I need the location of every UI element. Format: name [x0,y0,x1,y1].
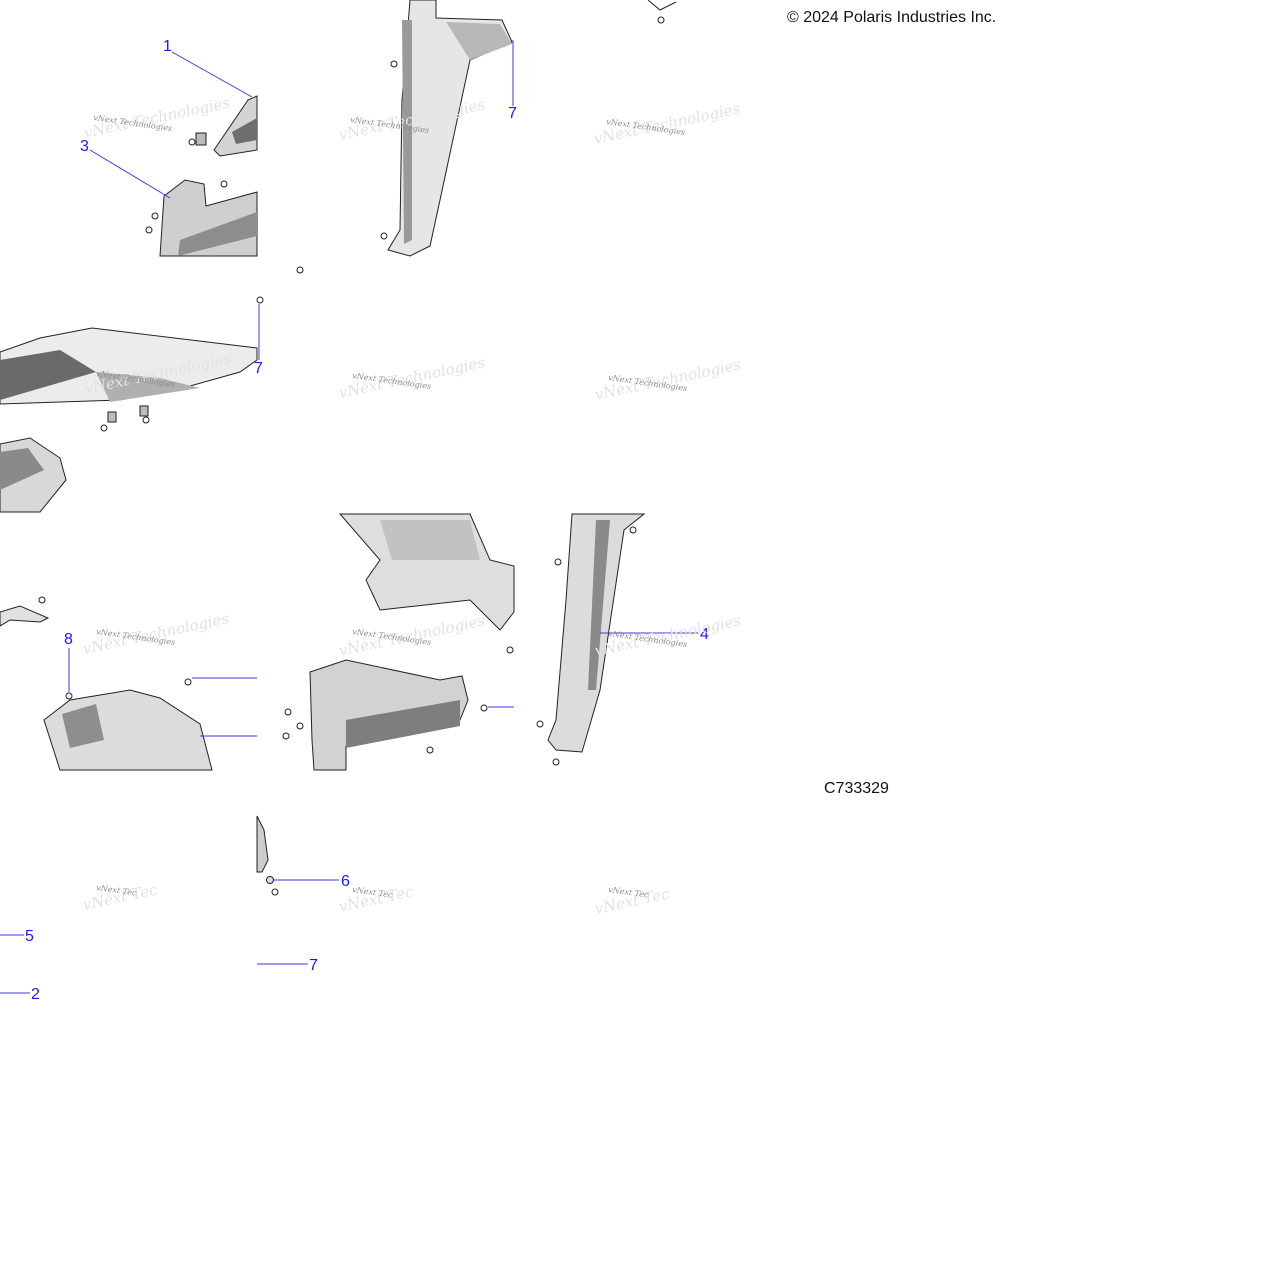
tile-row3-middle: vNext Technologies vNext Technologies [282,513,515,771]
screw [220,180,228,188]
screw [390,60,398,68]
callout-7-low: 7 [309,957,318,974]
leader-line-1 [171,51,253,98]
rear-pillar-panel-shade [588,520,610,690]
screw [536,720,544,728]
diagram-id: C733329 [824,780,889,797]
nut [266,876,274,884]
callout-1: 1 [163,38,172,55]
clip [139,405,149,417]
floor-bracket [0,605,50,627]
roof-panel [0,327,258,405]
dash-housing-shade [0,448,44,490]
screw [552,758,560,766]
tile-top-middle: 7 vNext Technologies vNext Technologies [337,0,517,257]
tile-row3-right: 4 vNext Technologies vNext Technologies [536,513,743,766]
screw [142,416,150,424]
screw [271,888,279,896]
screw [426,746,434,754]
bracket-fragment [647,0,677,11]
callout-3: 3 [80,138,89,155]
tile-top-right: vNext Technologies vNext Technologies [592,0,742,148]
roof-panel-shade [0,350,96,400]
tile-row3-left: 8 vNext Technologies vNext Technologies [0,596,257,771]
callout-8: 8 [64,631,73,648]
screw [380,232,388,240]
a-pillar-edge [402,20,412,244]
screw [296,266,304,274]
bracket-clip [195,132,207,146]
screw [282,732,290,740]
screw [554,558,562,566]
screw [184,678,192,686]
upper-door-frame-shade [380,520,480,560]
rear-lower-panel-shade [62,704,104,748]
panel-edge-fragment [256,815,269,873]
screw [506,646,514,654]
screw [145,226,153,234]
lower-door-panel-shade [178,212,257,256]
callout-5: 5 [25,928,34,945]
callout-4: 4 [700,626,709,643]
screw [256,296,264,304]
screw [188,138,196,146]
upper-door-panel-shade [232,118,257,144]
callout-2: 2 [31,986,40,1003]
callout-6: 6 [341,873,350,890]
a-pillar-panel [387,0,513,257]
leader-line-3 [89,149,171,199]
copyright-text: © 2024 Polaris Industries Inc. [787,9,997,26]
screw [38,596,46,604]
screw [151,212,159,220]
a-pillar-panel-shade [446,22,512,60]
screw [657,16,665,24]
tile-top-left: 1 3 vNext Technologies vNext Technologie… [80,38,258,257]
screw [480,704,488,712]
roof-panel-mid [96,372,200,402]
screw [100,424,108,432]
tile-row4: 6 5 7 2 vNext Tec vNext Tec vNext Tec vN… [0,815,672,1003]
callout-7-top: 7 [508,105,517,122]
tile-row2-middle: vNext Technologies vNext Technologies [337,353,487,402]
tile-row2-right: vNext Technologies vNext Technologies [593,355,743,404]
tile-row2-left: 7 vNext Technologies vNext Technologies [0,266,304,513]
screw [65,692,73,700]
lower-door-frame-shade [346,700,460,748]
clip [107,411,117,423]
screw [284,708,292,716]
screw [296,722,304,730]
screw [629,526,637,534]
callout-7-mid: 7 [254,360,263,377]
